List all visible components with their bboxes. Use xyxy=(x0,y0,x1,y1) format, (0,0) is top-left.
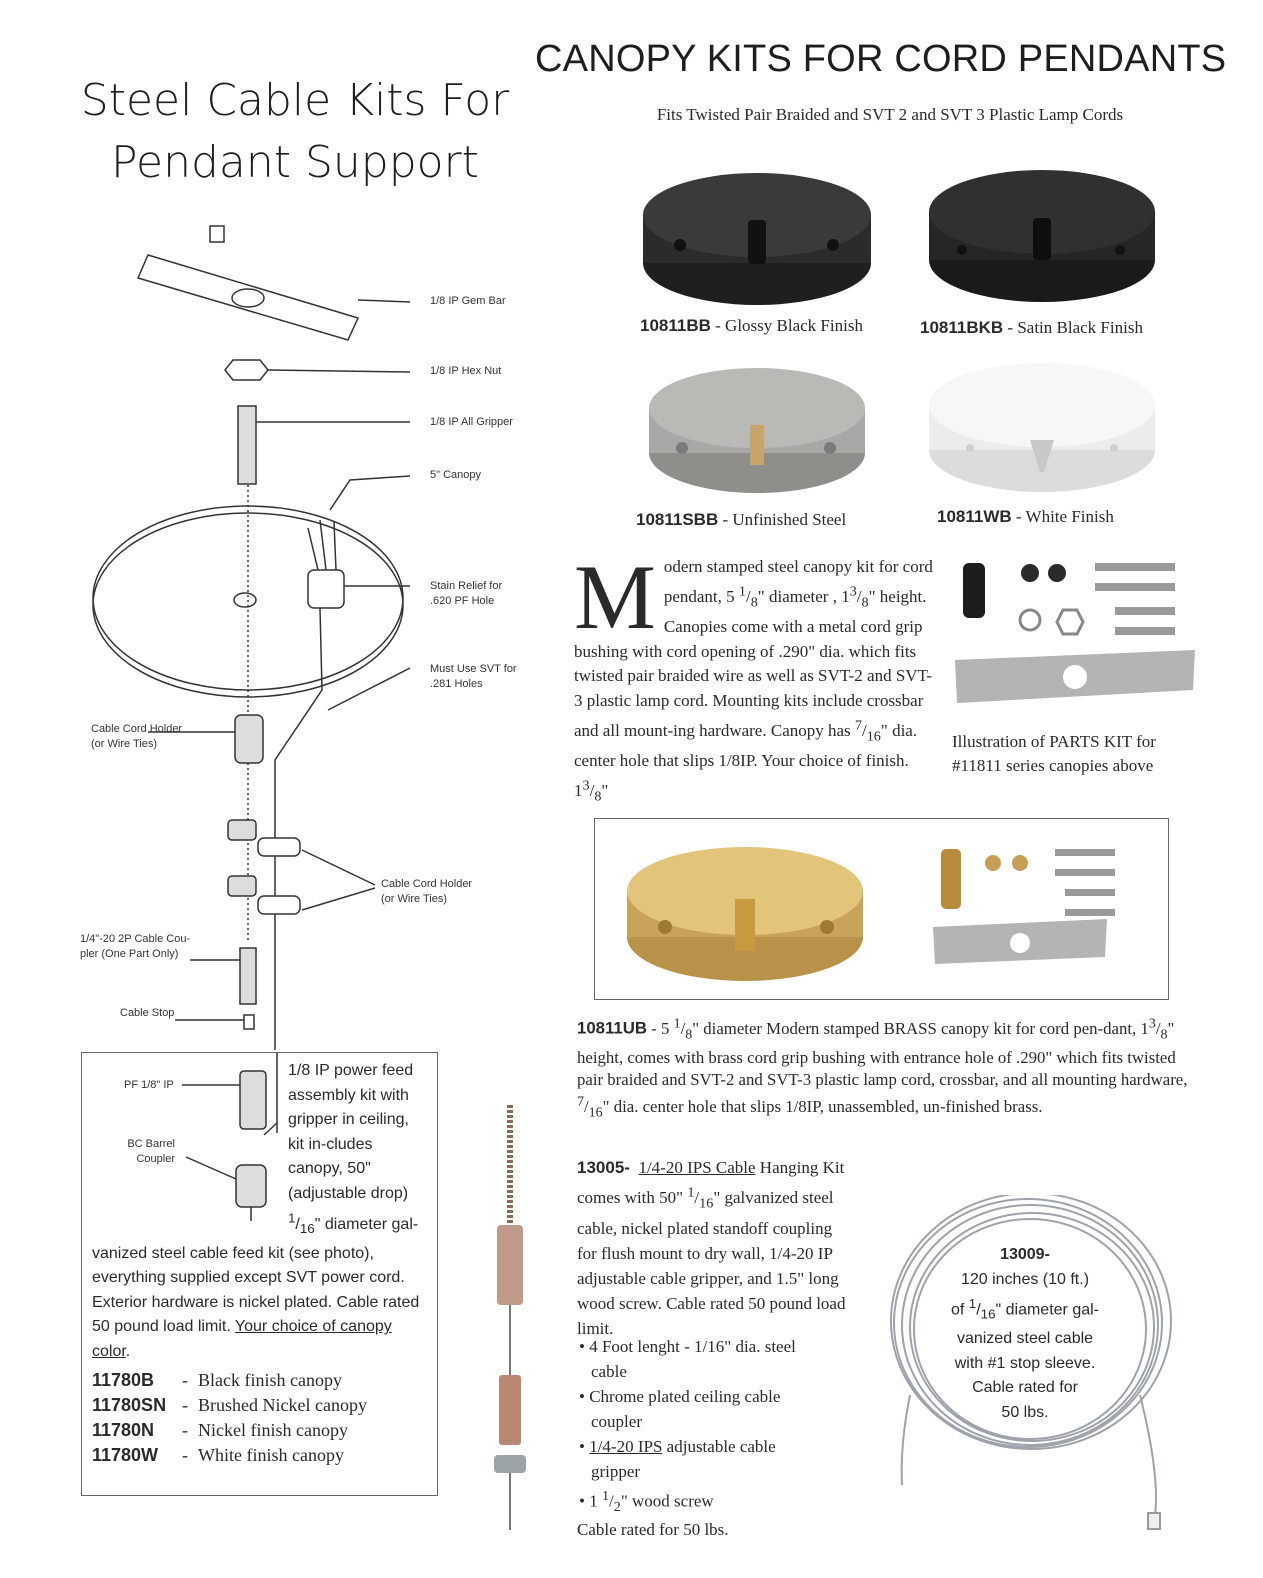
subtitle: Fits Twisted Pair Braided and SVT 2 and … xyxy=(656,105,1124,124)
hanging-kit-bullets: • 4 Foot lenght - 1/16" dia. steel cable… xyxy=(577,1334,807,1520)
list-item: • 4 Foot lenght - 1/16" dia. steel cable xyxy=(579,1337,796,1381)
callout-cable-coupler: 1/4"-20 2P Cable Cou-pler (One Part Only… xyxy=(80,933,191,960)
callout-cable-stop: Cable Stop xyxy=(120,1007,175,1019)
callout-must-use-svt: Must Use SVT for.281 Holes xyxy=(430,663,517,690)
list-item: • 1/4-20 IPS adjustable cable gripper xyxy=(579,1437,776,1481)
left-title: Steel Cable Kits For Pendant Support xyxy=(60,70,530,194)
left-title-line-1: Steel Cable Kits For xyxy=(80,75,510,126)
callout-canopy: 5" Canopy xyxy=(430,469,481,481)
feed-kit-table: 11780B-Black finish canopy 11780SN-Brush… xyxy=(92,1368,367,1468)
canopy-unfinished-steel xyxy=(649,368,865,493)
table-row: 11780N-Nickel finish canopy xyxy=(92,1420,348,1440)
feed-kit-description: 1/8 IP power feed assembly kit with grip… xyxy=(92,1062,420,1361)
callout-gem-bar: 1/8 IP Gem Bar xyxy=(430,295,506,307)
canopy-photos xyxy=(643,170,1155,493)
table-row: 11780B-Black finish canopy xyxy=(92,1370,342,1390)
modern-kit-text: odern stamped steel canopy kit for cord … xyxy=(574,557,933,805)
exploded-diagram xyxy=(92,225,411,1050)
hanging-kit-description: 13005- 1/4-20 IPS Cable Hanging Kit come… xyxy=(577,1158,846,1339)
brass-kit-photo-box xyxy=(594,818,1169,1000)
callout-cord-holder-b: Cable Cord Holder(or Wire Ties) xyxy=(381,878,473,905)
table-row: 11780W-White finish canopy xyxy=(92,1445,344,1465)
canopy-label-1: 10811BB - Glossy Black Finish xyxy=(640,316,863,335)
callout-all-gripper: 1/8 IP All Gripper xyxy=(430,416,513,428)
canopy-white xyxy=(929,363,1155,492)
callout-hex-nut: 1/8 IP Hex Nut xyxy=(430,365,502,377)
brass-kit-photo xyxy=(627,847,1115,981)
hanging-kit-link[interactable]: 1/4-20 IPS Cable xyxy=(638,1158,756,1177)
parts-kit-caption: Illustration of PARTS KIT for #11811 ser… xyxy=(952,732,1156,775)
drop-cap: M xyxy=(574,546,656,648)
list-item: • 1 1/2" wood screw xyxy=(579,1488,714,1516)
left-title-line-2: Pendant Support xyxy=(111,137,479,188)
right-title: CANOPY KITS FOR CORD PENDANTS xyxy=(535,38,1227,80)
set-screw xyxy=(209,225,225,243)
canopy-label-2: 10811BKB - Satin Black Finish xyxy=(920,318,1143,337)
callout-cord-holder-a: Cable Cord Holder(or Wire Ties) xyxy=(91,723,183,750)
feed-kit-diagram xyxy=(182,1053,278,1221)
callout-pf-ip: PF 1/8" IP xyxy=(124,1079,174,1091)
list-item: • Chrome plated ceiling cable coupler xyxy=(579,1387,781,1431)
hanging-kit-footer: Cable rated for 50 lbs. xyxy=(577,1520,729,1539)
cable-coil-photo xyxy=(890,1195,1172,1530)
table-row: 11780SN-Brushed Nickel canopy xyxy=(92,1395,367,1415)
canopy-satin-black xyxy=(929,170,1155,302)
canopy-label-3: 10811SBB - Unfinished Steel xyxy=(636,510,847,529)
cable-13009-description: 13009- 120 inches (10 ft.) of 1/16" diam… xyxy=(951,1246,1099,1422)
callout-strain-relief: Stain Relief for.620 PF Hole xyxy=(430,580,503,607)
hanging-kit-photo xyxy=(494,1105,526,1530)
brass-kit-description: 10811UB - 5 1/8" diameter Modern stamped… xyxy=(577,1016,1188,1121)
parts-kit-illustration xyxy=(955,563,1195,703)
canopy-label-4: 10811WB - White Finish xyxy=(937,507,1114,526)
canopy-glossy-black xyxy=(643,173,871,305)
